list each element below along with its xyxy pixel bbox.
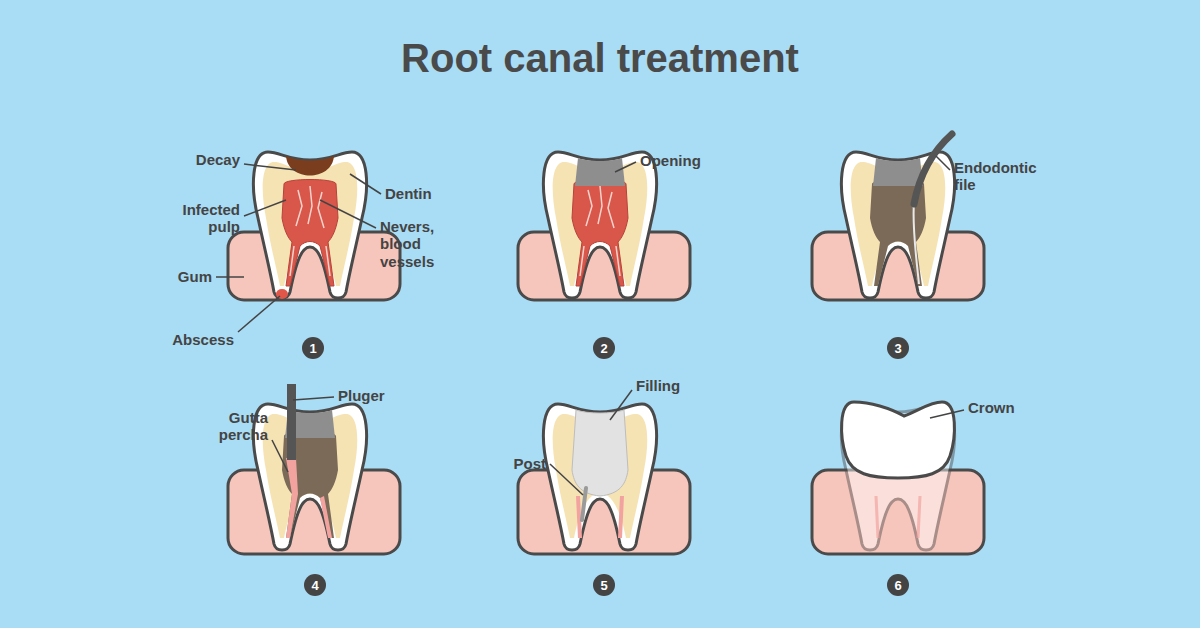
part-label: Crown <box>968 399 1015 416</box>
leader-line <box>272 440 288 472</box>
part-label: Gum <box>178 268 212 285</box>
post <box>582 488 586 520</box>
callout-number: 2 <box>600 341 607 356</box>
part-label: Endodontic file <box>954 159 1050 194</box>
tooth-outline <box>841 152 954 298</box>
part-label: Opening <box>640 152 701 169</box>
tooth-outline <box>543 152 656 298</box>
callout-number: 6 <box>894 578 901 593</box>
leader-line <box>293 397 334 400</box>
callout-number: 4 <box>311 578 318 593</box>
callout-circle <box>887 337 909 359</box>
tooth-outline <box>253 152 366 298</box>
leader-line <box>350 174 381 194</box>
nerves <box>580 186 620 276</box>
leader-line <box>610 390 632 420</box>
part-label: Nevers, blood vessels <box>380 218 444 270</box>
part-label: Dentin <box>385 185 432 202</box>
endodontic-file <box>914 134 952 204</box>
callout-circle <box>593 337 615 359</box>
callout-number: 1 <box>309 341 316 356</box>
gutta-percha <box>320 496 332 538</box>
callout-circle <box>302 337 324 359</box>
leader-line <box>550 464 583 495</box>
part-label: Pluger <box>338 387 385 404</box>
leader-line <box>930 410 964 418</box>
part-label: Filling <box>636 377 680 394</box>
opening <box>873 158 923 186</box>
tooth-outline <box>253 404 366 550</box>
tooth-crowned <box>841 402 954 550</box>
title: Root canal treatment <box>0 36 1200 81</box>
plugger <box>287 384 296 460</box>
leader-line <box>244 164 296 170</box>
part-label: Post <box>513 455 546 472</box>
file-tip <box>913 202 919 284</box>
pulp <box>282 180 338 287</box>
tooth-outline <box>543 404 656 550</box>
tooth-infected <box>253 152 366 299</box>
callout-circles <box>302 337 909 596</box>
crown <box>842 402 955 478</box>
leader-line <box>216 276 244 278</box>
leader-line <box>936 156 950 170</box>
leader-line <box>238 296 280 332</box>
decay-cavity <box>286 156 334 176</box>
dentin-layer <box>263 162 358 286</box>
part-label: Abscess <box>172 331 234 348</box>
opening <box>575 158 625 186</box>
part-label: Infected pulp <box>168 201 240 236</box>
callout-circle <box>304 574 326 596</box>
tooth-gutta-percha <box>253 384 366 550</box>
leader-line <box>244 200 286 216</box>
tooth-filing <box>841 134 954 298</box>
pulp <box>572 180 628 287</box>
filling <box>572 410 628 496</box>
leader-line <box>320 200 376 228</box>
callout-number: 5 <box>600 578 607 593</box>
leader-line <box>615 162 636 172</box>
callout-circle <box>593 574 615 596</box>
callout-circle <box>887 574 909 596</box>
tooth-filled <box>543 404 656 550</box>
nerves <box>290 186 330 276</box>
part-label: Decay <box>196 151 240 168</box>
callout-number: 3 <box>894 341 901 356</box>
sealed-canal <box>876 496 920 538</box>
tooth-opened <box>543 152 656 298</box>
leader-lines <box>216 156 964 495</box>
part-label: Gutta percha <box>206 409 268 444</box>
